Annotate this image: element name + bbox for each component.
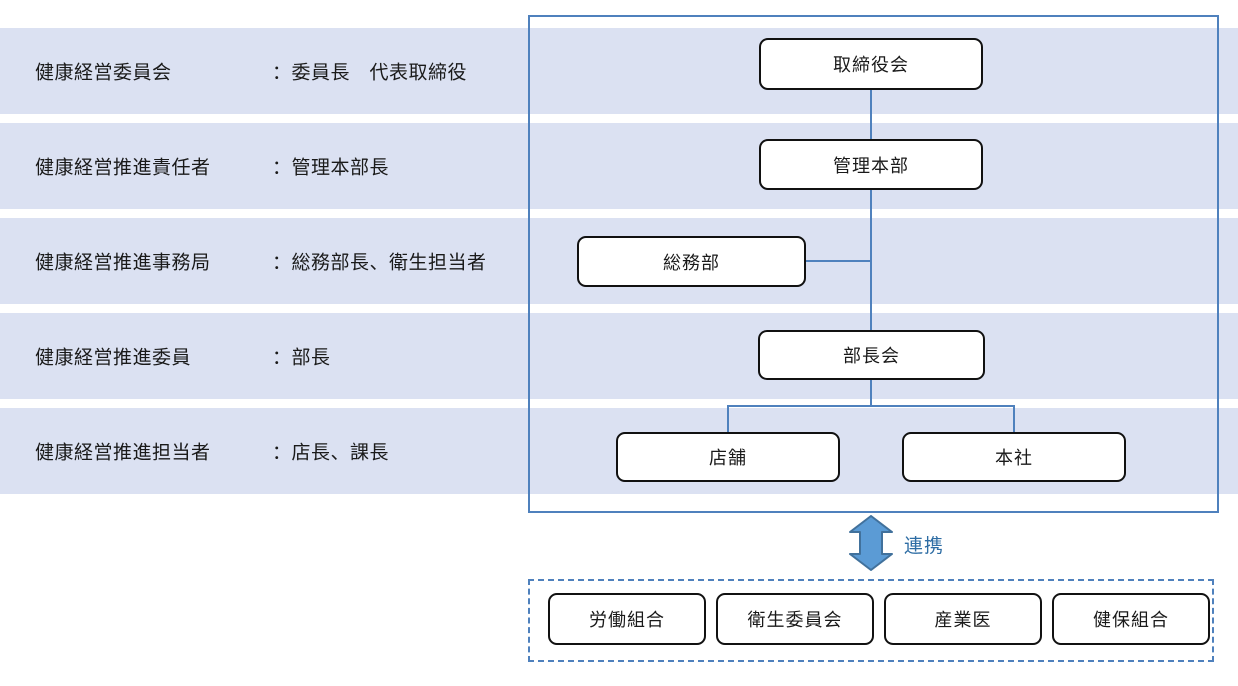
- legend-row-title: 健康経営推進委員: [35, 347, 192, 369]
- connector-managers-stem: [870, 380, 872, 406]
- org-node-managers-meeting: 部長会: [758, 330, 985, 380]
- org-node-head-office: 本社: [902, 432, 1126, 482]
- legend-row-committee: 健康経営委員会 ：委員長 代表取締役: [0, 28, 1238, 114]
- bidirectional-arrow-icon: [849, 515, 893, 571]
- legend-row-chief: 健康経営推進責任者 ：管理本部長: [0, 123, 1238, 209]
- legend-row-holder: ：管理本部長: [272, 157, 390, 179]
- external-node-label: 衛生委員会: [747, 610, 843, 630]
- external-bodies-container: 労働組合 衛生委員会 産業医 健保組合: [528, 579, 1214, 662]
- org-node-label: 取締役会: [833, 55, 909, 75]
- org-node-board: 取締役会: [759, 38, 983, 90]
- external-node-occupational-physician: 産業医: [884, 593, 1042, 645]
- external-node-labor-union: 労働組合: [548, 593, 706, 645]
- legend-row-title: 健康経営推進担当者: [35, 442, 211, 464]
- external-node-health-insurance-union: 健保組合: [1052, 593, 1210, 645]
- external-node-label: 労働組合: [589, 610, 665, 630]
- legend-row-holder: ：総務部長、衛生担当者: [272, 252, 487, 274]
- external-node-label: 産業医: [934, 610, 992, 630]
- org-node-label: 総務部: [663, 252, 720, 273]
- legend-row-members: 健康経営推進委員 ：部長: [0, 313, 1238, 399]
- connector-drop-head-office: [1013, 405, 1015, 432]
- legend-row-title: 健康経営推進事務局: [35, 252, 211, 274]
- connector-general-affairs-branch: [806, 260, 872, 262]
- legend-row-holder: ：部長: [272, 347, 331, 369]
- org-node-management-hq: 管理本部: [759, 139, 983, 190]
- legend-row-holder: ：委員長 代表取締役: [272, 62, 468, 84]
- org-node-label: 店舗: [709, 448, 747, 468]
- legend-row-title: 健康経営推進責任者: [35, 157, 211, 179]
- org-node-stores: 店舗: [616, 432, 840, 482]
- org-node-label: 部長会: [843, 346, 900, 366]
- connector-children-bar: [727, 405, 1015, 407]
- org-chart-panel: [528, 15, 1219, 513]
- legend-row-title: 健康経営委員会: [35, 62, 172, 84]
- org-node-general-affairs: 総務部: [577, 236, 806, 287]
- org-node-label: 本社: [995, 448, 1033, 468]
- legend-row-holder: ：店長、課長: [272, 442, 390, 464]
- external-node-health-committee: 衛生委員会: [716, 593, 874, 645]
- connector-drop-stores: [727, 405, 729, 432]
- org-node-label: 管理本部: [833, 155, 909, 176]
- cooperation-label: 連携: [904, 536, 945, 557]
- external-node-label: 健保組合: [1093, 610, 1169, 630]
- connector-board-to-hq: [870, 90, 872, 139]
